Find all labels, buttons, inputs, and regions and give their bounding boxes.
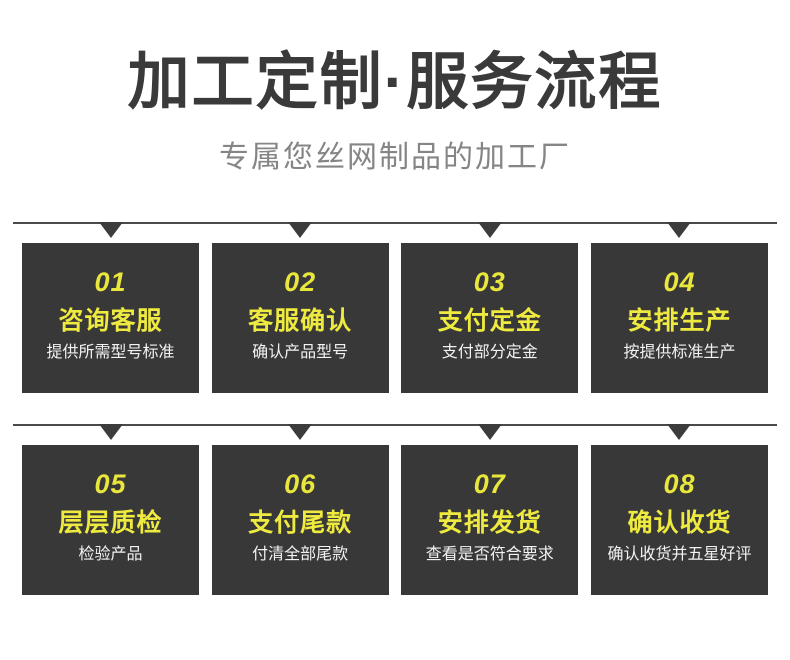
step-description: 支付部分定金 bbox=[441, 344, 538, 361]
triangle-down-icon bbox=[98, 222, 123, 238]
triangle-down-icon bbox=[288, 222, 313, 238]
page-subtitle: 专属您丝网制品的加工厂 bbox=[219, 141, 571, 174]
process-step-card-06[interactable]: 06 支付尾款 付清全部尾款 bbox=[211, 424, 389, 595]
step-description: 确认产品型号 bbox=[252, 344, 349, 361]
page-title: 加工定制·服务流程 bbox=[127, 48, 663, 117]
triangle-down-icon bbox=[667, 424, 692, 440]
step-title: 支付尾款 bbox=[248, 509, 353, 537]
process-step-card-03[interactable]: 03 支付定金 支付部分定金 bbox=[401, 222, 579, 393]
triangle-down-icon bbox=[98, 424, 123, 440]
triangle-down-icon bbox=[477, 424, 502, 440]
process-step-card-05[interactable]: 05 层层质检 检验产品 bbox=[22, 424, 199, 595]
step-description: 付清全部尾款 bbox=[252, 546, 349, 563]
step-description: 确认收货并五星好评 bbox=[607, 546, 752, 563]
header: 加工定制·服务流程 专属您丝网制品的加工厂 bbox=[0, 0, 790, 200]
step-number: 07 bbox=[473, 469, 506, 499]
step-title: 安排发货 bbox=[437, 509, 542, 537]
triangle-down-icon bbox=[288, 424, 313, 440]
step-number: 02 bbox=[284, 267, 317, 297]
process-step-card-07[interactable]: 07 安排发货 查看是否符合要求 bbox=[401, 424, 579, 595]
step-number: 05 bbox=[94, 469, 127, 499]
process-step-card-08[interactable]: 08 确认收货 确认收货并五星好评 bbox=[590, 424, 768, 595]
process-step-card-01[interactable]: 01 咨询客服 提供所需型号标准 bbox=[22, 222, 199, 393]
triangle-down-icon bbox=[667, 222, 692, 238]
connector-line-row-2 bbox=[13, 424, 777, 426]
process-cards-row-2: 05 层层质检 检验产品 06 支付尾款 付清全部尾款 07 安排发货 查看是否… bbox=[0, 424, 790, 598]
step-number: 04 bbox=[663, 267, 696, 297]
triangle-down-icon bbox=[477, 222, 502, 238]
connector-line-row-1 bbox=[13, 222, 777, 224]
step-description: 检验产品 bbox=[78, 546, 143, 563]
step-description: 按提供标准生产 bbox=[623, 344, 736, 361]
step-description: 查看是否符合要求 bbox=[425, 546, 554, 563]
step-number: 06 bbox=[284, 469, 317, 499]
process-step-card-02[interactable]: 02 客服确认 确认产品型号 bbox=[211, 222, 389, 393]
process-cards-row-1: 01 咨询客服 提供所需型号标准 02 客服确认 确认产品型号 03 支付定金 … bbox=[0, 222, 790, 396]
step-number: 01 bbox=[94, 267, 127, 297]
step-number: 08 bbox=[663, 469, 696, 499]
step-title: 层层质检 bbox=[58, 509, 163, 537]
process-step-card-04[interactable]: 04 安排生产 按提供标准生产 bbox=[590, 222, 768, 393]
step-title: 确认收货 bbox=[627, 509, 732, 537]
step-title: 咨询客服 bbox=[58, 307, 163, 335]
step-description: 提供所需型号标准 bbox=[46, 344, 175, 361]
step-title: 支付定金 bbox=[437, 307, 542, 335]
step-title: 安排生产 bbox=[627, 307, 732, 335]
step-number: 03 bbox=[473, 267, 506, 297]
step-title: 客服确认 bbox=[248, 307, 353, 335]
